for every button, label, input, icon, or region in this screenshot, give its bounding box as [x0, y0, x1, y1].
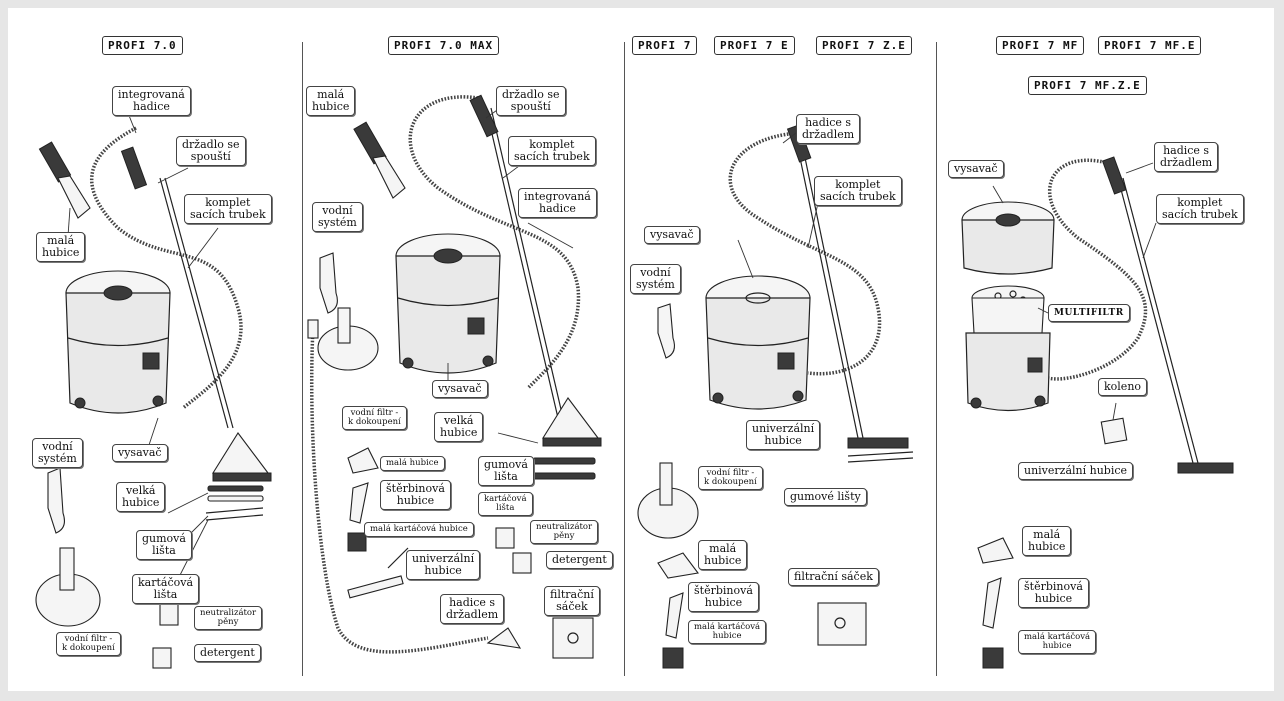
- label-crevice-nozzle: štěrbinová hubice: [1018, 578, 1089, 608]
- label-vacuum: vysavač: [644, 226, 700, 244]
- col4-vacuum-illustration: [961, 156, 1234, 669]
- label-universal-nozzle: univerzální hubice: [746, 420, 821, 450]
- label-brush-strip: kartáčová lišta: [478, 492, 533, 516]
- label-vacuum: vysavač: [948, 160, 1004, 178]
- model-profi-7-mf: PROFI 7 MF: [996, 36, 1085, 55]
- label-rubber-strip: gumová lišta: [136, 530, 192, 560]
- label-crevice-nozzle: štěrbinová hubice: [380, 480, 451, 510]
- label-tube-set: komplet sacích trubek: [184, 194, 272, 224]
- label-rubber-strips: gumové lišty: [784, 488, 867, 506]
- label-crevice-nozzle: štěrbinová hubice: [688, 582, 759, 612]
- label-water-filter: vodní filtr - k dokoupení: [342, 406, 407, 430]
- model-profi-7-mf-z-e: PROFI 7 MF.Z.E: [1028, 76, 1147, 95]
- label-small-brush-nozzle: malá kartáčová hubice: [688, 620, 767, 644]
- model-profi-7-0: PROFI 7.0: [102, 36, 183, 55]
- model-profi-7-0-max: PROFI 7.0 MAX: [388, 36, 500, 55]
- label-large-nozzle: velká hubice: [434, 412, 484, 442]
- label-foam-neutralizer: neutralizátor pěny: [194, 606, 263, 630]
- label-tube-set: komplet sacích trubek: [814, 176, 902, 206]
- label-small-nozzle: malá hubice: [306, 86, 356, 116]
- label-handle-trigger: držadlo se spouští: [176, 136, 246, 166]
- label-water-system: vodní systém: [312, 202, 363, 232]
- label-integrated-hose: integrovaná hadice: [518, 188, 597, 218]
- label-detergent: detergent: [194, 644, 261, 662]
- label-tube-set: komplet sacích trubek: [1156, 194, 1244, 224]
- label-hose-with-handle: hadice s držadlem: [1154, 142, 1219, 172]
- label-small-brush-nozzle: malá kartáčová hubice: [1018, 630, 1097, 654]
- label-rubber-strip: gumová lišta: [478, 456, 534, 486]
- label-elbow: koleno: [1098, 378, 1148, 396]
- label-water-system: vodní systém: [32, 438, 83, 468]
- label-water-system: vodní systém: [630, 264, 681, 294]
- label-filter-bag: filtrační sáček: [544, 586, 600, 616]
- label-hose-with-handle: hadice s držadlem: [796, 114, 861, 144]
- label-small-nozzle: malá hubice: [698, 540, 748, 570]
- column-divider: [302, 42, 303, 676]
- label-foam-neutralizer: neutralizátor pěny: [530, 520, 599, 544]
- product-line-art: [35, 94, 1234, 669]
- label-small-nozzle-2: malá hubice: [380, 456, 445, 471]
- model-profi-7: PROFI 7: [632, 36, 698, 55]
- col3-vacuum-illustration: [637, 124, 914, 669]
- label-hose-with-handle: hadice s držadlem: [440, 594, 505, 624]
- label-tube-set: komplet sacích trubek: [508, 136, 596, 166]
- label-large-nozzle: velká hubice: [116, 482, 166, 512]
- label-vacuum: vysavač: [432, 380, 488, 398]
- column-divider: [936, 42, 937, 676]
- column-divider: [624, 42, 625, 676]
- model-profi-7-mf-e: PROFI 7 MF.E: [1098, 36, 1202, 55]
- label-small-brush-nozzle: malá kartáčová hubice: [364, 522, 474, 537]
- label-universal-nozzle: univerzální hubice: [406, 550, 481, 580]
- model-profi-7-z-e: PROFI 7 Z.E: [816, 36, 912, 55]
- label-filter-bag: filtrační sáček: [788, 568, 879, 586]
- col1-vacuum-illustration: [35, 126, 272, 669]
- label-water-filter: vodní filtr - k dokoupení: [56, 632, 121, 656]
- label-small-nozzle: malá hubice: [1022, 526, 1072, 556]
- label-brush-strip: kartáčová lišta: [132, 574, 200, 604]
- label-integrated-hose: integrovaná hadice: [112, 86, 191, 116]
- col2-vacuum-illustration: [307, 94, 602, 659]
- diagram-sheet: PROFI 7.0 PROFI 7.0 MAX PROFI 7 PROFI 7 …: [8, 8, 1274, 691]
- label-multifilter: MULTIFILTR: [1048, 304, 1130, 322]
- label-small-nozzle: malá hubice: [36, 232, 86, 262]
- label-universal-nozzle: univerzální hubice: [1018, 462, 1134, 480]
- label-vacuum: vysavač: [112, 444, 168, 462]
- label-water-filter: vodní filtr - k dokoupení: [698, 466, 763, 490]
- model-profi-7-e: PROFI 7 E: [714, 36, 795, 55]
- label-handle-trigger: držadlo se spouští: [496, 86, 566, 116]
- label-detergent: detergent: [546, 551, 613, 569]
